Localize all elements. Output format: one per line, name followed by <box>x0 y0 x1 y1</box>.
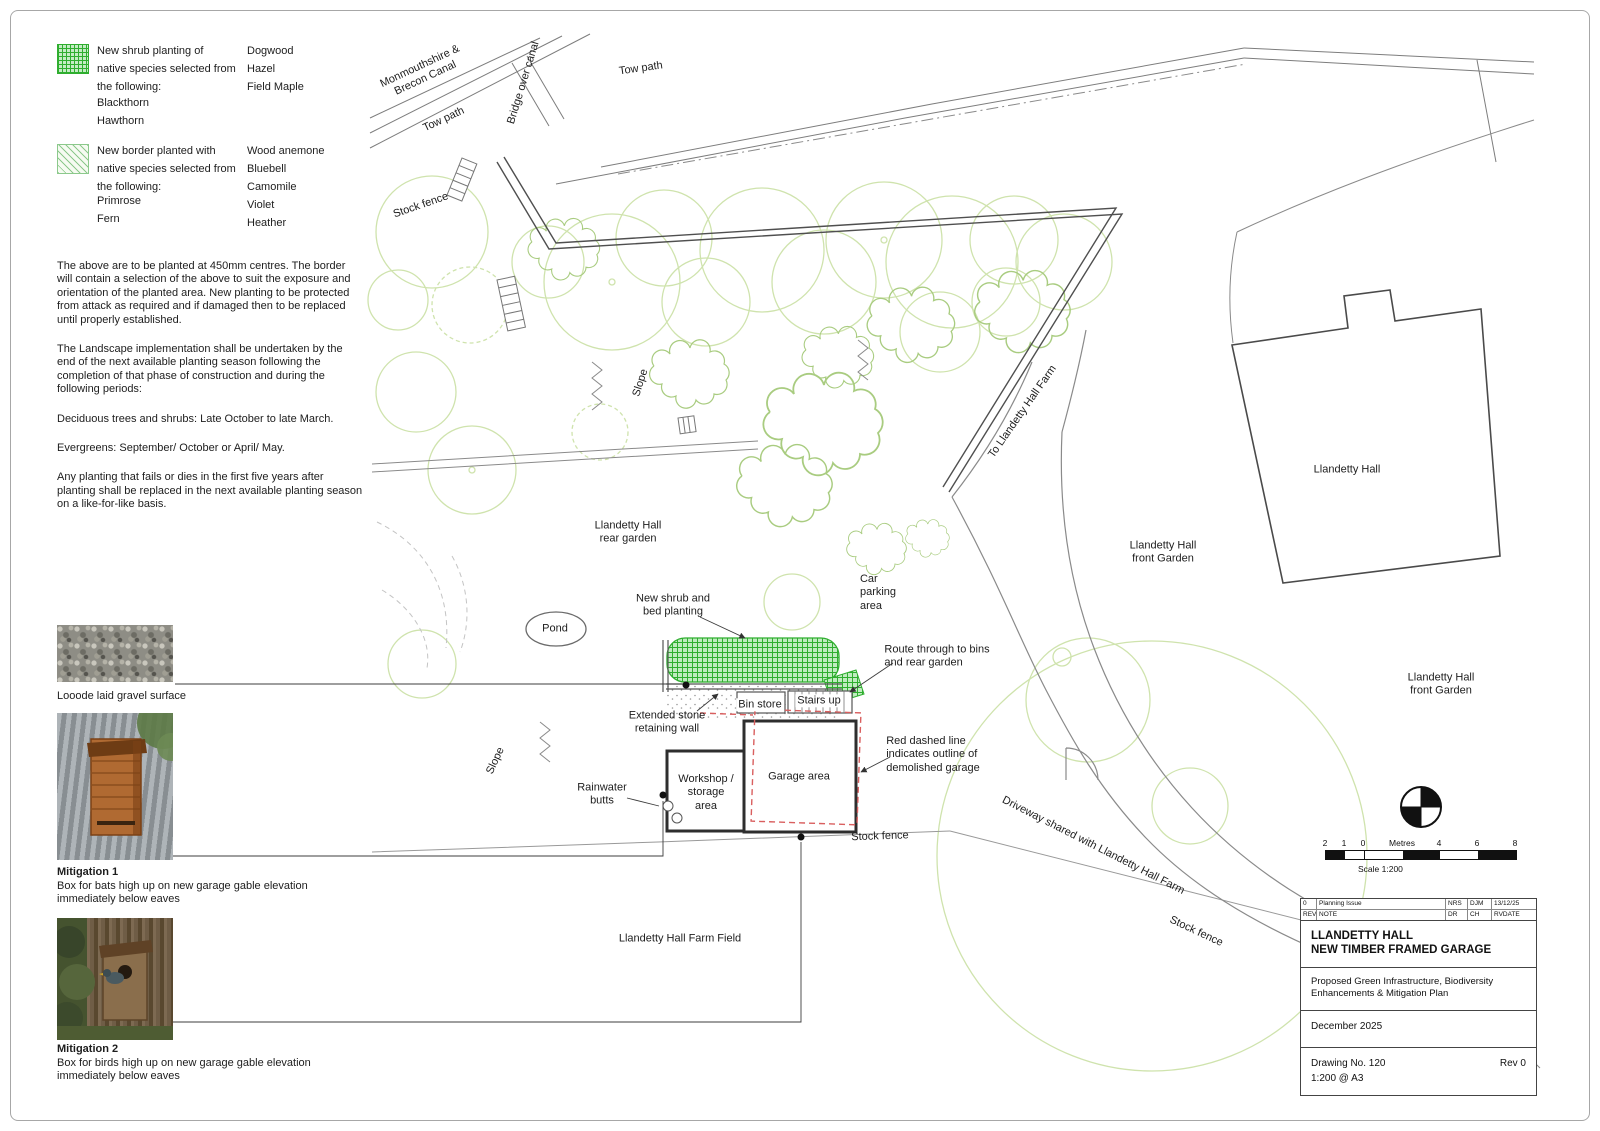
driveway-lines <box>951 329 1365 953</box>
scale-tick-8: 8 <box>1512 838 1518 848</box>
label-route-bins: Route through to bins and rear garden <box>884 643 990 669</box>
demolished-garage-outline <box>699 708 862 826</box>
label-retaining-wall: Extended stone retaining wall <box>628 709 706 735</box>
label-front-garden-left: Llandetty Hall front Garden <box>1129 539 1197 565</box>
gate-arc <box>1065 747 1099 781</box>
label-bin-store: Bin store <box>736 698 784 712</box>
shrub-legend-label: New shrub planting of native species sel… <box>97 45 236 93</box>
label-garage-area: Garage area <box>768 770 830 783</box>
bridge-lines <box>511 55 565 127</box>
rainwater-butt-1 <box>662 800 674 812</box>
bird-box-illustration <box>51 918 173 1040</box>
slope-symbols <box>539 339 869 763</box>
label-new-shrub-bed: New shrub and bed planting <box>636 592 710 618</box>
drawing-scale: 1:200 @ A3 <box>1311 1073 1364 1084</box>
garage-block <box>662 690 862 834</box>
rev-header-cell: REV <box>1303 910 1317 920</box>
llandetty-hall-building <box>1231 289 1501 584</box>
canal-lines <box>369 33 1535 185</box>
rev-header-cell: DR <box>1446 910 1468 920</box>
scale-bar: 2 1 0 Metres 4 6 8 Scale 1:200 <box>1322 838 1527 876</box>
steps-symbols <box>446 157 697 435</box>
scale-tick-2: 2 <box>1322 838 1328 848</box>
contour-lines <box>376 521 468 669</box>
rev-cell: DJM <box>1468 899 1492 910</box>
stone-retaining-wall <box>662 640 842 692</box>
mitigation2-caption: Box for birds high up on new garage gabl… <box>57 1057 311 1083</box>
mitigation1-caption: Box for bats high up on new garage gable… <box>57 880 308 906</box>
drawing-subtitle: Proposed Green Infrastructure, Biodivers… <box>1301 968 1536 1011</box>
note-paragraph: Any planting that fails or dies in the f… <box>57 471 363 511</box>
rev-cell: NRS <box>1446 899 1468 910</box>
bat-box-photo <box>57 697 189 860</box>
mitigation1-title: Mitigation 1 <box>57 866 119 878</box>
note-paragraph: Deciduous trees and shrubs: Late October… <box>57 412 334 425</box>
rainwater-butt-2 <box>671 812 683 824</box>
scale-units-label: Metres <box>1389 838 1415 848</box>
rev-header-cell: NOTE <box>1317 910 1446 920</box>
revision-table: 0 Planning Issue NRS DJM 13/12/25 REV NO… <box>1301 899 1536 921</box>
gravel-caption: Looode laid gravel surface <box>57 690 187 702</box>
label-red-dashed: Red dashed line indicates outline of dem… <box>886 734 980 774</box>
rev-header-cell: RVDATE <box>1494 911 1520 918</box>
scale-ratio-label: Scale 1:200 <box>1358 864 1403 874</box>
planting-notes: The above are to be planted at 450mm cen… <box>57 260 363 528</box>
retaining-wall-lines <box>496 156 1124 493</box>
label-stock-fence-bottom: Stock fence <box>851 829 909 844</box>
planting-legend: New shrub planting of native species sel… <box>57 42 387 252</box>
rev-header-cell: CH <box>1468 910 1492 920</box>
label-rear-garden: Llandetty Hall rear garden <box>594 519 662 545</box>
scale-tick-1: 1 <box>1341 838 1347 848</box>
title-block: 0 Planning Issue NRS DJM 13/12/25 REV NO… <box>1300 898 1537 1096</box>
rev-cell: Planning Issue <box>1317 899 1446 910</box>
bird-box-photo <box>51 918 173 1040</box>
mitigation2-title: Mitigation 2 <box>57 1043 119 1055</box>
note-paragraph: The Landscape implementation shall be un… <box>57 343 343 396</box>
border-legend-label: New border planted with native species s… <box>97 145 236 193</box>
new-shrub-bed-area <box>666 637 840 683</box>
note-paragraph: Evergreens: September/ October or April/… <box>57 442 285 455</box>
scale-tick-0: 0 <box>1360 838 1366 848</box>
label-stairs-up: Stairs up <box>795 694 843 708</box>
rev-cell: 13/12/25 <box>1492 899 1536 910</box>
scale-bar-strip <box>1325 850 1517 860</box>
rev-cell: 0 <box>1301 899 1317 910</box>
label-front-garden-right: Llandetty Hall front Garden <box>1407 671 1475 697</box>
drawing-number-row: Drawing No. 120 Rev 0 1:200 @ A3 <box>1301 1048 1536 1094</box>
revision-number: Rev 0 <box>1499 1058 1526 1069</box>
gravel-surface-photo <box>57 625 173 682</box>
drawing-number: Drawing No. 120 <box>1311 1058 1386 1069</box>
border-species-list-a: Primrose Fern <box>97 195 142 225</box>
scale-tick-4: 4 <box>1436 838 1442 848</box>
shrub-species-list-a: Blackthorn Hawthorn <box>97 97 149 127</box>
label-workshop: Workshop / storage area <box>678 772 734 812</box>
label-car-parking: Car parking area <box>859 572 897 612</box>
leader-lines <box>173 616 894 1023</box>
project-title: LLANDETTY HALL NEW TIMBER FRAMED GARAGE <box>1301 921 1536 968</box>
drawing-date: December 2025 <box>1301 1011 1536 1048</box>
label-farm-field: Llandetty Hall Farm Field <box>618 932 742 945</box>
label-llandetty-hall: Llandetty Hall <box>1313 463 1381 476</box>
north-arrow <box>1400 786 1442 828</box>
label-rainwater-butts: Rainwater butts <box>577 781 627 807</box>
shrub-species-list-b: Dogwood Hazel Field Maple <box>247 45 304 93</box>
border-species-list-b: Wood anemone Bluebell Camomile Violet He… <box>247 145 325 229</box>
bat-box-illustration <box>87 697 189 836</box>
note-paragraph: The above are to be planted at 450mm cen… <box>57 260 351 326</box>
scale-tick-6: 6 <box>1474 838 1480 848</box>
pond-outline <box>525 611 587 647</box>
garage-outline <box>742 719 858 834</box>
shrub-planting-swatch <box>57 44 89 74</box>
label-pond: Pond <box>542 622 568 635</box>
border-planting-swatch <box>57 144 89 174</box>
